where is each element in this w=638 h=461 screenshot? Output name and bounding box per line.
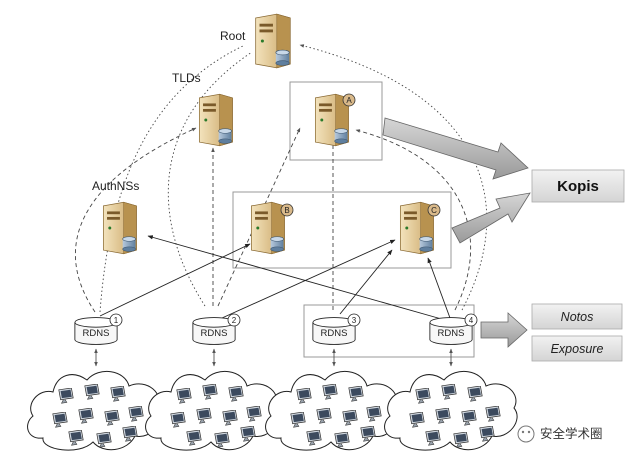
server-c-badge [427, 203, 441, 217]
wechat-watermark: 安全学术圈 [517, 425, 603, 443]
rdns-node-2: RDNS 2 [192, 313, 241, 345]
rdns-label: RDNS [438, 328, 465, 339]
arrow-a-to-kopis [382, 117, 529, 180]
server-c-badge-text: C [431, 206, 437, 215]
rdns-number: 3 [352, 316, 357, 325]
authns-server-icon [102, 201, 137, 255]
rdns-node-1: RDNS 1 [74, 313, 123, 345]
rdns-label: RDNS [83, 328, 110, 339]
rdns-number: 4 [469, 316, 474, 325]
server-a-badge [342, 93, 356, 107]
exposure-box [531, 335, 623, 362]
tld-server-icon [198, 93, 233, 147]
kopis-box [531, 169, 625, 203]
query-lines [99, 235, 451, 321]
rdns-number: 1 [114, 316, 119, 325]
resolution-paths [75, 44, 488, 313]
tlds-label: TLDs [172, 71, 201, 85]
rdns-number: 2 [232, 316, 237, 325]
server-b-badge [280, 203, 294, 217]
watermark-text: 安全学术圈 [540, 426, 603, 441]
notos-box [531, 303, 623, 330]
exposure-label: Exposure [551, 342, 604, 356]
rdns-label: RDNS [201, 328, 228, 339]
server-b-badge-text: B [284, 206, 289, 215]
authnss-label: AuthNSs [92, 179, 139, 193]
rdns-node-3: RDNS 3 [312, 313, 361, 345]
arrow-rdns-to-notos [480, 312, 528, 348]
rdns-node-4: RDNS 4 [429, 313, 478, 345]
wechat-icon [517, 425, 535, 443]
rdns-cloud-links [94, 348, 453, 367]
kopis-label: Kopis [557, 178, 599, 195]
root-server-icon [255, 13, 291, 69]
root-label: Root [220, 29, 246, 43]
server-b-icon [250, 201, 285, 255]
client-clouds [27, 371, 518, 451]
server-a-badge-text: A [346, 96, 352, 105]
rdns-label: RDNS [321, 328, 348, 339]
arrow-bc-to-kopis [451, 192, 531, 244]
notos-label: Notos [561, 310, 594, 324]
